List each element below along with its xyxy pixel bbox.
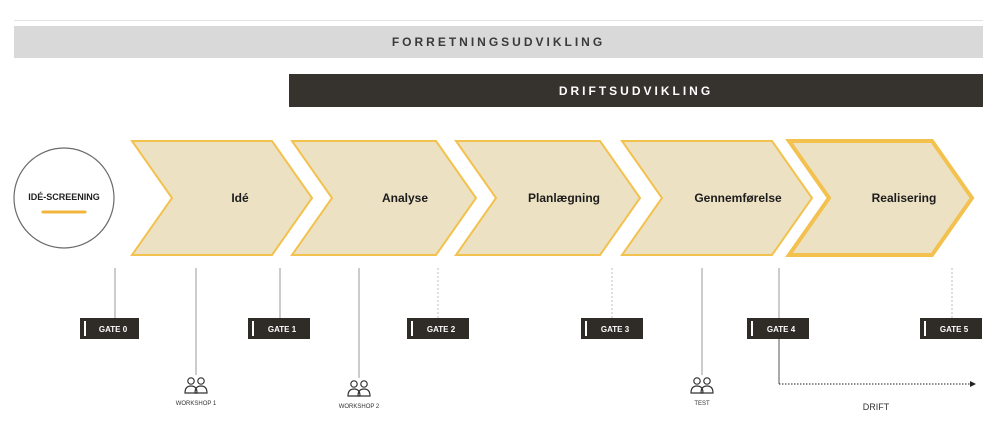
gate-5-label: GATE 5 xyxy=(940,325,969,334)
gate-4-box xyxy=(747,318,809,339)
gate-3-label: GATE 3 xyxy=(601,325,630,334)
gate-5: GATE 5 xyxy=(920,318,982,339)
drift-timeline: DRIFT xyxy=(778,339,976,412)
gate-2: GATE 2 xyxy=(407,318,469,339)
business-development-label: FORRETNINGSUDVIKLING xyxy=(391,35,606,49)
gate-3: GATE 3 xyxy=(581,318,643,339)
phase-realisering: Realisering xyxy=(785,139,975,257)
phase-gennemforelse: Gennemførelse xyxy=(620,140,814,256)
business-development-band: FORRETNINGSUDVIKLING xyxy=(14,26,983,58)
gate-3-tick xyxy=(585,321,587,336)
phase-analyse: Analyse xyxy=(290,140,478,256)
chevron-ide xyxy=(130,140,314,256)
gate-0-tick xyxy=(84,321,86,336)
gate-4-tick xyxy=(751,321,753,336)
people-icon xyxy=(184,377,208,394)
gate-1: GATE 1 xyxy=(248,318,310,339)
gate-5-box xyxy=(920,318,982,339)
gate-1-box xyxy=(248,318,310,339)
gate-2-label: GATE 2 xyxy=(427,325,456,334)
phase-label-planlaegning: Planlægning xyxy=(528,191,600,205)
gate-4: GATE 4 xyxy=(747,318,809,339)
gate-0-box xyxy=(80,318,139,339)
test-label: TEST xyxy=(694,401,710,407)
drift-label: DRIFT xyxy=(863,402,890,412)
screening-circle xyxy=(13,147,115,249)
phase-ide: Idé xyxy=(130,140,314,256)
idea-screening: IDÉ-SCREENING xyxy=(13,147,115,249)
screening-label: IDÉ-SCREENING xyxy=(28,192,100,202)
gate-2-box xyxy=(407,318,469,339)
gate-0-label: GATE 0 xyxy=(99,325,128,334)
phase-label-ide: Idé xyxy=(231,191,249,205)
gate-0: GATE 0 xyxy=(80,318,139,339)
gate-3-box xyxy=(581,318,643,339)
gate-5-tick xyxy=(924,321,926,336)
operations-development-label: DRIFTSUDVIKLING xyxy=(558,83,714,98)
chevron-realisering xyxy=(785,139,975,257)
chevron-planlaegning xyxy=(454,140,642,256)
operations-development-band: DRIFTSUDVIKLING xyxy=(289,74,983,107)
workshop-2-label: WORKSHOP 2 xyxy=(339,404,380,410)
people-icon xyxy=(690,377,714,394)
people-icon xyxy=(347,380,371,397)
chevron-gennemforelse xyxy=(620,140,814,256)
phase-label-realisering: Realisering xyxy=(872,191,937,205)
gate-1-tick xyxy=(252,321,254,336)
chevron-analyse xyxy=(290,140,478,256)
gate-4-label: GATE 4 xyxy=(767,325,796,334)
top-divider xyxy=(14,20,983,21)
test-event: TEST xyxy=(690,377,714,407)
phase-label-gennemforelse: Gennemførelse xyxy=(694,191,782,205)
gate-1-label: GATE 1 xyxy=(268,325,297,334)
gate-2-tick xyxy=(411,321,413,336)
workshop-1-label: WORKSHOP 1 xyxy=(176,401,217,407)
phase-planlaegning: Planlægning xyxy=(454,140,642,256)
phase-label-analyse: Analyse xyxy=(382,191,428,205)
workshop-1: WORKSHOP 1 xyxy=(176,377,217,407)
workshop-2: WORKSHOP 2 xyxy=(339,380,380,410)
